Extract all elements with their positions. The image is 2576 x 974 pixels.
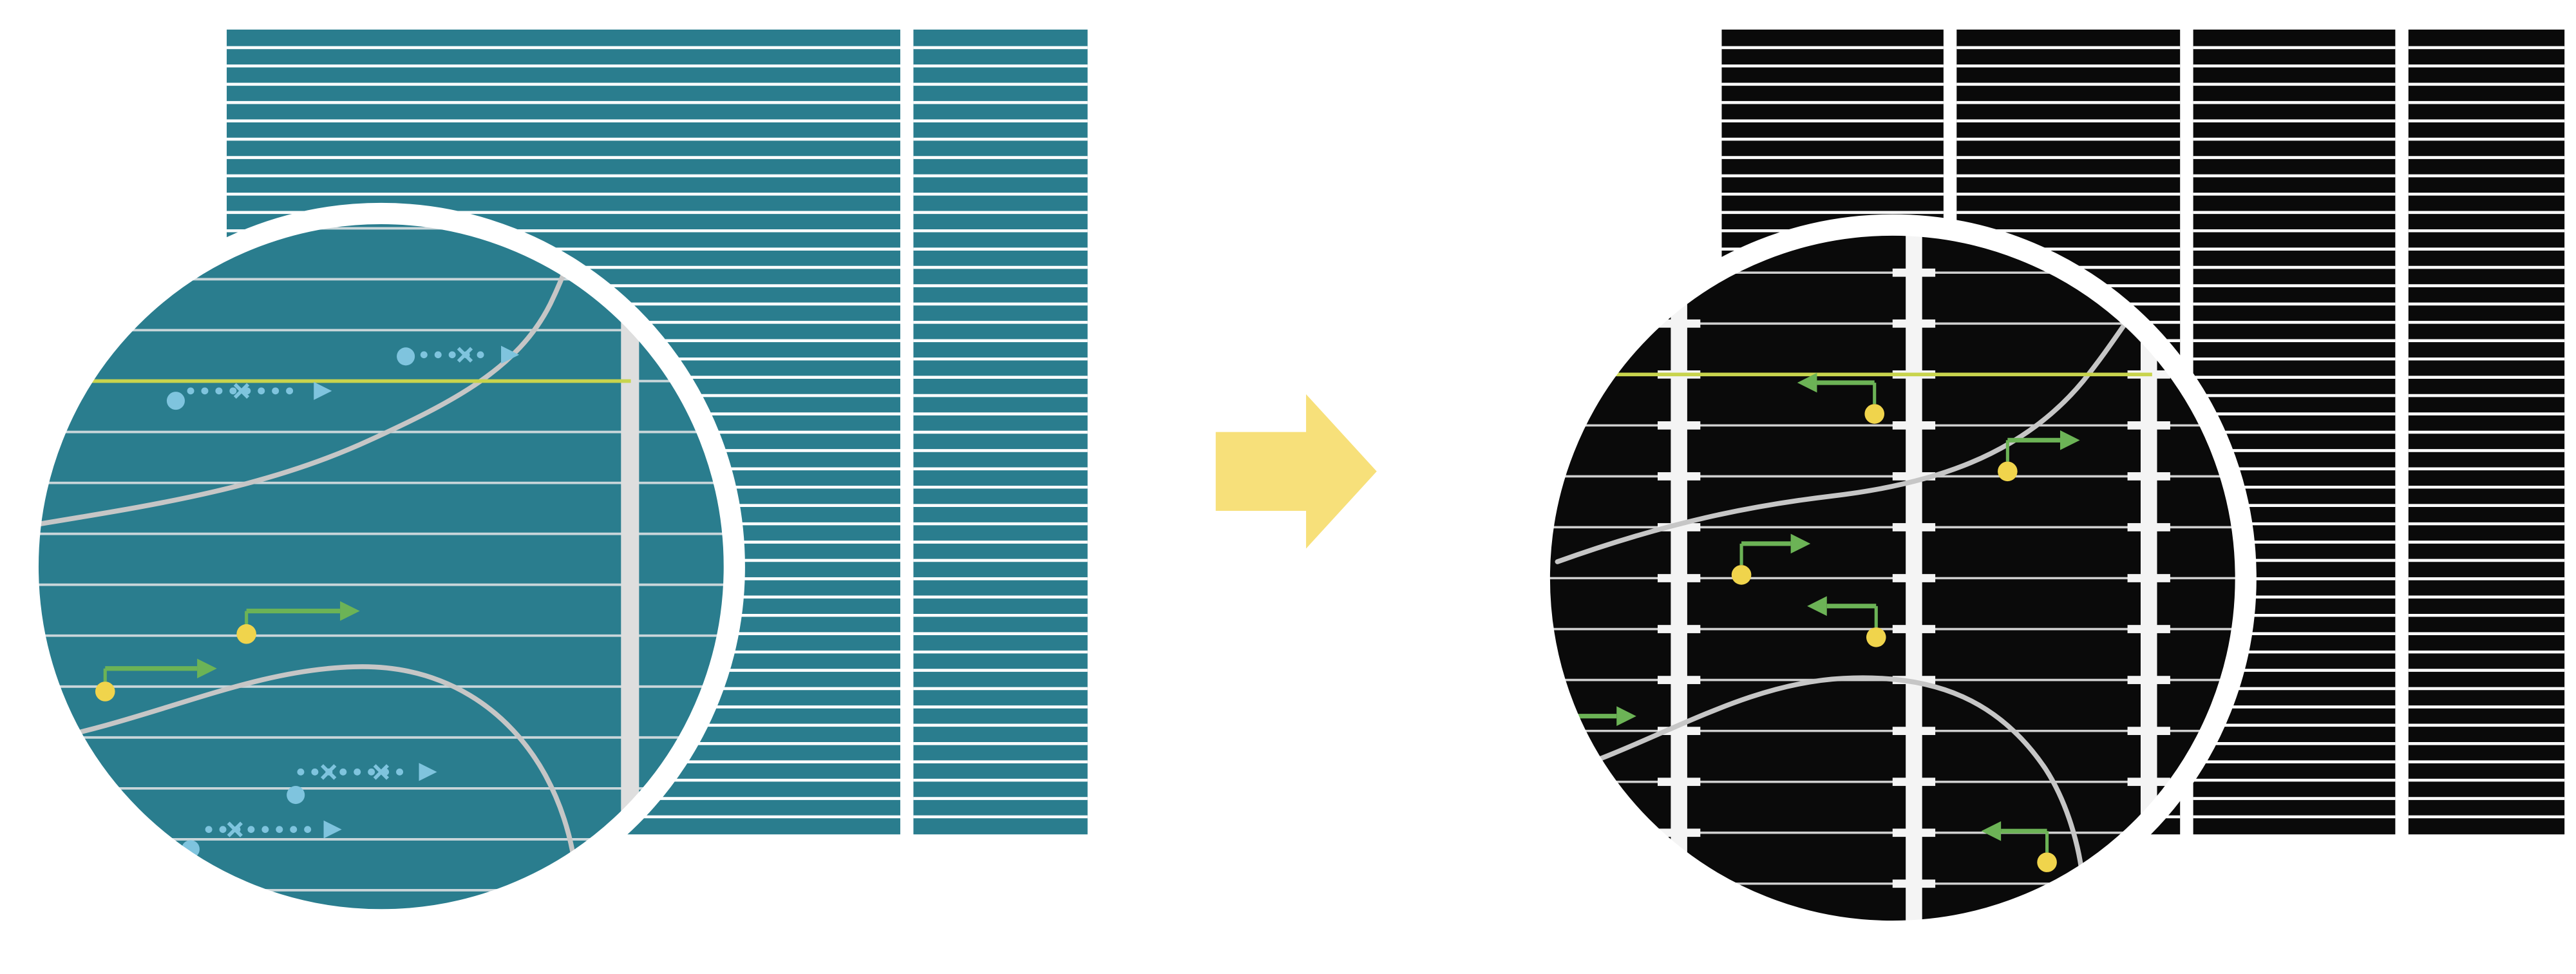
busbar-pad [1657, 778, 1701, 787]
scatter-x-mark [373, 764, 390, 780]
busbar-pad [2127, 778, 2170, 787]
busbar-pad [1657, 828, 1701, 837]
improved-cell-magnifier [1528, 214, 2257, 942]
busbar-pad [1892, 778, 1936, 787]
carrier-arrowhead-icon [340, 601, 360, 621]
busbar-pad [2127, 421, 2170, 430]
carrier-dot [1866, 627, 1886, 647]
grain-boundary-line [1561, 675, 2086, 886]
carrier-arrowhead-icon [197, 658, 217, 679]
busbar-pad [1657, 676, 1701, 684]
busbar-pad [1892, 523, 1936, 531]
electron-dot [166, 392, 185, 410]
busbar-pad [2127, 727, 2170, 736]
carrier-dot [1864, 404, 1885, 424]
carrier-dot [2037, 852, 2057, 872]
busbar-pad [1892, 574, 1936, 582]
busbar-pad [1657, 625, 1701, 633]
electron-arrowhead-icon [323, 820, 342, 839]
carrier-dot [95, 682, 115, 702]
electron-dot [397, 347, 415, 366]
busbar-pad [1892, 879, 1936, 888]
busbar-pad [1892, 268, 1936, 277]
electron-arrowhead-icon [419, 763, 437, 781]
transition-arrow-icon [1215, 394, 1377, 549]
carrier-arrowhead-icon [1790, 533, 1811, 554]
carrier-dot [1731, 565, 1752, 585]
busbar-pad [1892, 727, 1936, 736]
busbar-pad [1657, 472, 1701, 481]
scatter-x-mark [227, 821, 243, 837]
busbar-pad [1658, 218, 1700, 226]
electron-arrowhead-icon [501, 345, 520, 364]
busbar-pad [2127, 676, 2170, 684]
carrier-dot [1998, 461, 2018, 482]
busbar-pad [1892, 625, 1936, 633]
busbar-pad [1657, 319, 1701, 328]
electron-dot [287, 786, 305, 805]
busbar-pad [1892, 828, 1936, 837]
scatter-x-mark [457, 347, 473, 363]
busbar-pad [2127, 472, 2170, 481]
busbar-pad [2127, 574, 2170, 582]
magnifier-ring [17, 202, 745, 931]
busbar-pad [1892, 421, 1936, 430]
busbar-pad [1892, 319, 1936, 328]
busbar-pad [2127, 879, 2170, 888]
grain-boundary-line [1555, 318, 2130, 564]
busbar-pad [1657, 574, 1701, 582]
carrier-arrowhead-icon [1797, 372, 1817, 393]
magnifier-ring [1528, 214, 2257, 942]
carrier-arrowhead-icon [1807, 596, 1827, 616]
grain-boundary-line [37, 664, 581, 896]
carrier-arrowhead-icon [1981, 821, 2002, 841]
carrier-arrowhead-icon [1616, 706, 1636, 726]
busbar-pad [2127, 625, 2170, 633]
busbar-pad [1657, 421, 1701, 430]
scatter-x-mark [233, 383, 250, 399]
scatter-x-mark [321, 764, 337, 780]
carrier-arrowhead-icon [2060, 430, 2080, 450]
busbar-pad [2127, 523, 2170, 531]
conventional-cell-magnifier [17, 202, 745, 931]
carrier-dot [236, 624, 256, 644]
electron-arrowhead-icon [314, 381, 332, 400]
